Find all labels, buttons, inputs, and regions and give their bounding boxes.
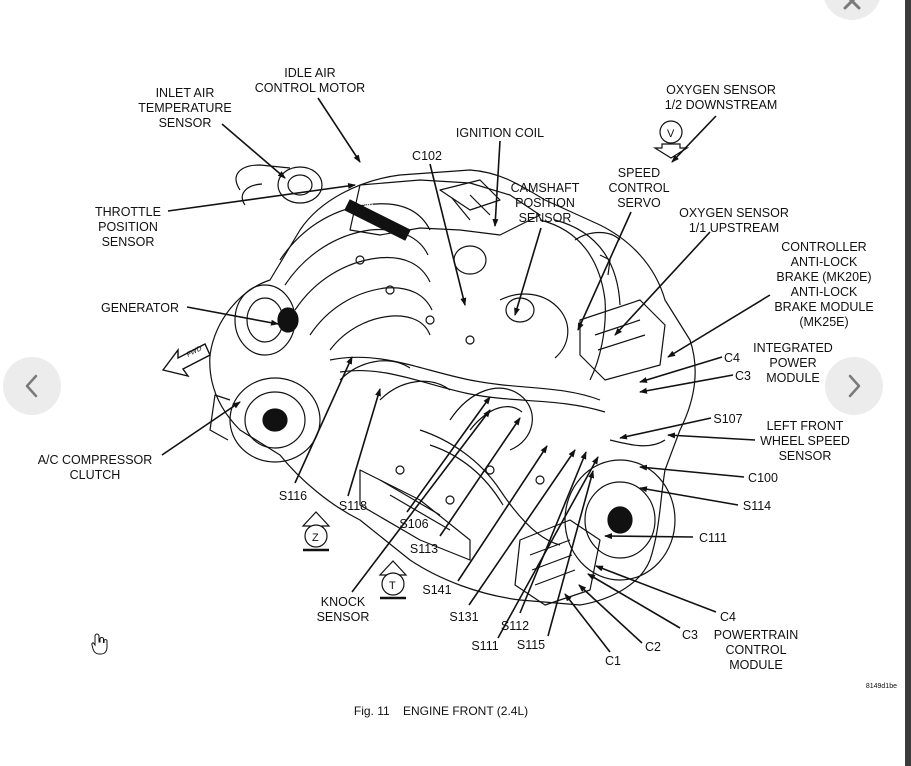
label-speed-control-1: SPEED	[618, 166, 660, 180]
label-knock-2: SENSOR	[317, 610, 370, 624]
compass-t-icon: T	[378, 560, 408, 600]
label-idle-air-1: IDLE AIR	[284, 66, 335, 80]
label-controller-abs-1: CONTROLLER	[781, 240, 866, 254]
engine-illustration: 2.4L DOHC	[209, 164, 696, 606]
compass-t-label: T	[389, 580, 396, 592]
label-pcm-1: POWERTRAIN	[714, 628, 799, 642]
label-throttle-2: POSITION	[98, 220, 158, 234]
label-integrated-power-2: POWER	[769, 356, 816, 370]
label-s131: S131	[449, 610, 478, 624]
label-knock-1: KNOCK	[321, 595, 366, 609]
label-oxygen-downstream-2: 1/2 DOWNSTREAM	[665, 98, 778, 112]
compass-v-label: V	[667, 128, 675, 140]
hand-cursor-icon	[91, 633, 108, 655]
label-left-front-wheel-3: SENSOR	[779, 449, 832, 463]
compass-v-icon: V	[652, 120, 690, 159]
label-s114: S114	[743, 499, 771, 513]
compass-z-icon: Z	[301, 511, 331, 552]
label-pcm-3: MODULE	[729, 658, 782, 672]
label-left-front-wheel-2: WHEEL SPEED	[760, 434, 850, 448]
compass-z-label: Z	[312, 532, 319, 544]
label-controller-abs-4: ANTI-LOCK	[791, 285, 858, 299]
label-throttle-1: THROTTLE	[95, 205, 161, 219]
label-controller-abs-5: BRAKE MODULE	[774, 300, 873, 314]
label-s106: S106	[399, 517, 428, 531]
leader-lines	[161, 97, 771, 653]
label-controller-abs-6: (MK25E)	[799, 315, 848, 329]
label-controller-abs-3: BRAKE (MK20E)	[776, 270, 871, 284]
label-ac-compressor-2: CLUTCH	[70, 468, 121, 482]
label-c2: C2	[645, 640, 661, 654]
label-oxygen-upstream-1: OXYGEN SENSOR	[679, 206, 789, 220]
label-generator: GENERATOR	[101, 301, 179, 315]
label-controller-abs-2: ANTI-LOCK	[791, 255, 858, 269]
label-c111: C111	[699, 531, 727, 545]
label-s107: S107	[713, 412, 742, 426]
label-oxygen-upstream-2: 1/1 UPSTREAM	[689, 221, 779, 235]
close-button[interactable]	[823, 0, 881, 20]
label-s112: S112	[501, 619, 529, 633]
label-ac-compressor-1: A/C COMPRESSOR	[38, 453, 153, 467]
callout-labels: INLET AIR TEMPERATURE SENSOR IDLE AIR CO…	[38, 66, 897, 718]
label-inlet-air-2: TEMPERATURE	[138, 101, 232, 115]
close-icon	[843, 0, 861, 10]
label-s113: S113	[410, 542, 438, 556]
label-speed-control-3: SERVO	[617, 196, 661, 210]
label-throttle-3: SENSOR	[102, 235, 155, 249]
figure-id: 8149d1be	[866, 683, 897, 690]
label-c3-bottom: C3	[682, 628, 698, 642]
label-s115: S115	[517, 638, 545, 652]
label-integrated-power-1: INTEGRATED	[753, 341, 833, 355]
label-left-front-wheel-1: LEFT FRONT	[767, 419, 844, 433]
next-button[interactable]	[825, 357, 883, 415]
label-camshaft-1: CAMSHAFT	[511, 181, 580, 195]
chevron-right-icon	[848, 374, 861, 398]
label-s141: S141	[422, 583, 451, 597]
label-s118: S118	[339, 499, 367, 513]
label-integrated-power-3: MODULE	[766, 371, 819, 385]
label-oxygen-downstream-1: OXYGEN SENSOR	[666, 83, 776, 97]
chevron-left-icon	[25, 374, 38, 398]
label-speed-control-2: CONTROL	[608, 181, 669, 195]
label-c4-top: C4	[724, 351, 740, 365]
label-inlet-air-3: SENSOR	[159, 116, 212, 130]
label-idle-air-2: CONTROL MOTOR	[255, 81, 365, 95]
label-camshaft-2: POSITION	[515, 196, 575, 210]
fwd-arrow-icon: FWD	[161, 343, 211, 378]
label-s116: S116	[279, 489, 307, 503]
label-pcm-2: CONTROL	[725, 643, 786, 657]
label-c100: C100	[748, 471, 778, 485]
label-inlet-air-1: INLET AIR	[156, 86, 215, 100]
label-camshaft-3: SENSOR	[519, 211, 572, 225]
figure-caption: Fig. 11 ENGINE FRONT (2.4L)	[354, 704, 528, 718]
label-c1: C1	[605, 654, 621, 668]
label-c3-top: C3	[735, 369, 751, 383]
label-ignition-coil: IGNITION COIL	[456, 126, 544, 140]
label-c102: C102	[412, 149, 442, 163]
window-border	[905, 0, 911, 766]
label-c4-bottom: C4	[720, 610, 736, 624]
previous-button[interactable]	[3, 357, 61, 415]
label-s111: S111	[471, 639, 498, 653]
